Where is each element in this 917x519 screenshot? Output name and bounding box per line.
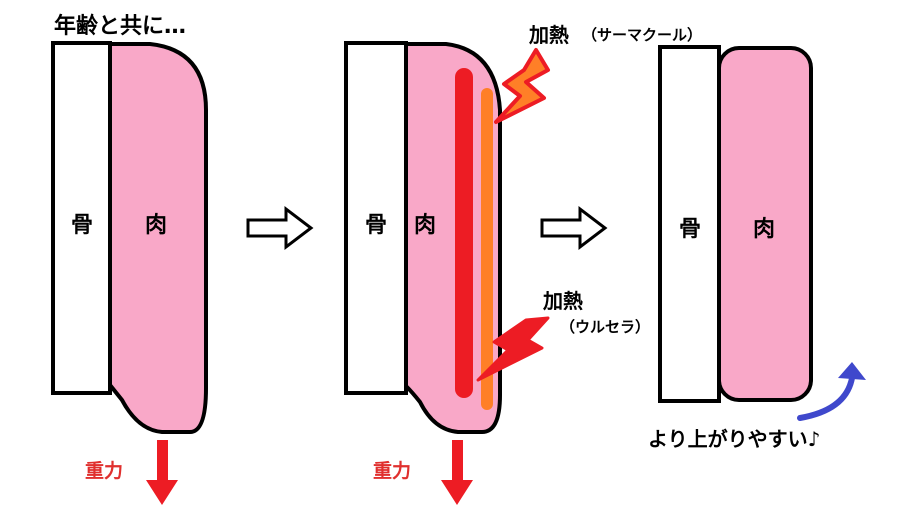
- lightning-bolt-icon: [494, 48, 550, 124]
- bone-label-3: 骨: [679, 217, 701, 242]
- lifted-meat-3: [717, 46, 813, 402]
- heat-label-ulthera: 加熱: [542, 289, 583, 313]
- right-arrow-icon: [540, 205, 608, 251]
- gravity-label-1: 重力: [85, 459, 123, 482]
- treated-meat-2: [404, 42, 502, 434]
- page-title: 年齢と共に…: [54, 13, 186, 39]
- curved-up-arrow-icon: [797, 375, 855, 421]
- heat-label-thermacool: 加熱: [528, 23, 569, 47]
- gravity-label-2: 重力: [373, 459, 411, 482]
- lightning-bolt-icon: [476, 316, 550, 382]
- meat-label-1: 肉: [145, 213, 167, 238]
- bone-label-1: 骨: [71, 213, 93, 238]
- right-arrow-icon: [246, 205, 314, 251]
- bone-block-3: [658, 45, 721, 403]
- deep-heat-band: [455, 68, 473, 398]
- meat-label-3: 肉: [753, 217, 775, 242]
- bone-block-1: [51, 41, 112, 395]
- curved-up-arrowhead: [838, 362, 866, 380]
- bone-block-2: [344, 41, 408, 395]
- heat-note-thermacool: （サーマクール）: [582, 26, 702, 44]
- meat-label-2: 肉: [414, 213, 436, 238]
- surface-heat-band: [481, 88, 493, 410]
- down-arrow-icon: [441, 440, 473, 505]
- down-arrow-icon: [146, 440, 178, 505]
- bone-label-2: 骨: [365, 213, 387, 238]
- sagging-meat-1: [108, 42, 208, 434]
- lift-caption: より上がりやすい♪: [648, 427, 820, 451]
- heat-note-ulthera: （ウルセラ）: [560, 318, 650, 336]
